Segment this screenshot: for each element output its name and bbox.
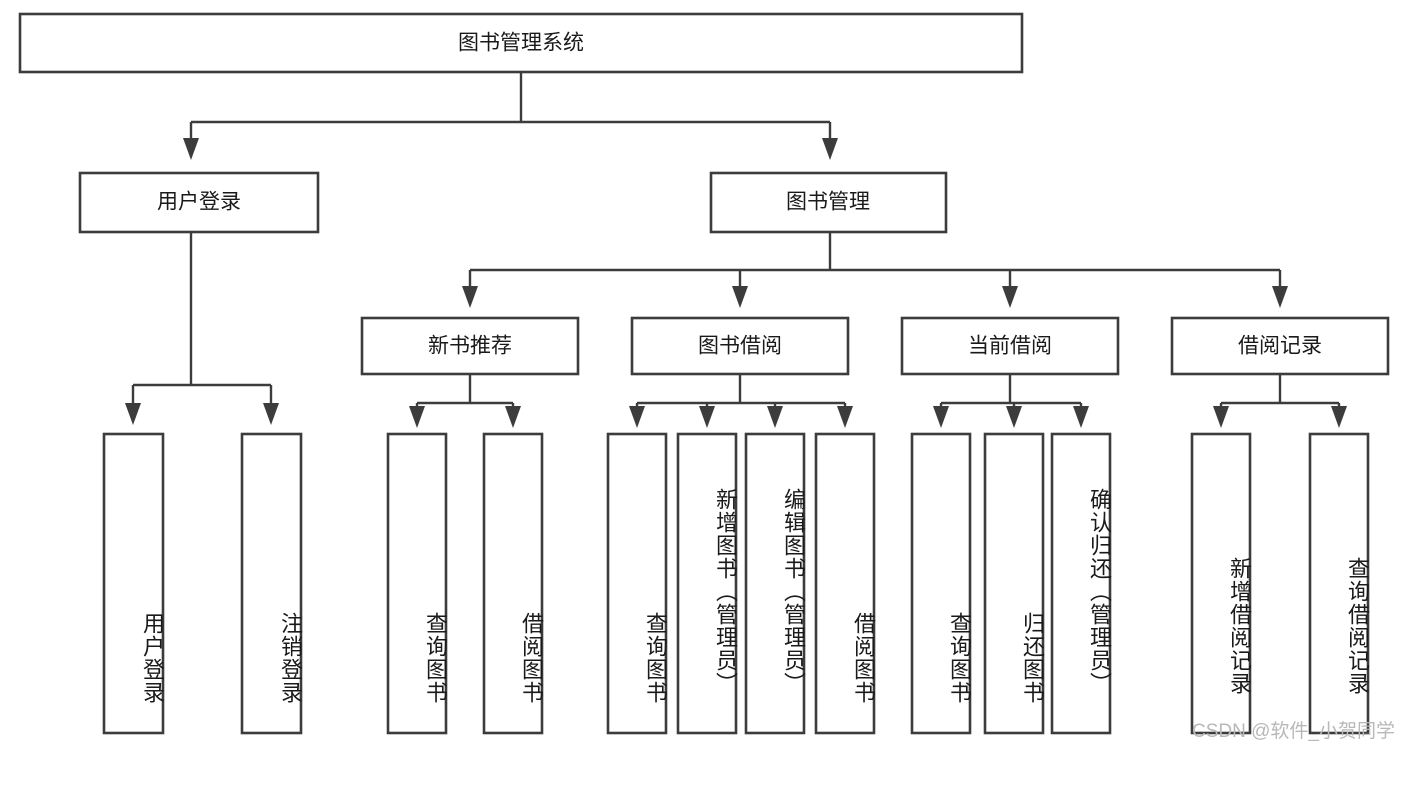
leaf-user-login-box[interactable]: [102, 432, 165, 735]
node-book-management[interactable]: 图书管理: [709, 171, 948, 234]
node-user-login-label: 用户登录: [157, 191, 241, 214]
node-book-management-box[interactable]: [709, 171, 948, 234]
node-borrow-record-box[interactable]: [1170, 316, 1390, 376]
arrow-head-icon: [409, 406, 425, 428]
node-root-box[interactable]: [18, 12, 1024, 74]
node-current-borrow-box[interactable]: [900, 316, 1120, 376]
node-book-borrow-label: 图书借阅: [698, 335, 782, 358]
arrow-head-icon: [1006, 406, 1022, 428]
leaf-query-borrow-record-box[interactable]: [1308, 432, 1370, 735]
arrow-head-icon: [1213, 406, 1229, 428]
arrow-head-icon: [183, 138, 199, 160]
leaf-add-borrow-record-box[interactable]: [1190, 432, 1252, 735]
node-current-borrow-label: 当前借阅: [968, 335, 1052, 358]
leaf-query-book-1-box[interactable]: [386, 432, 448, 735]
arrow-head-icon: [1272, 286, 1288, 308]
node-user-login-box[interactable]: [78, 171, 320, 234]
leaf-query-book-2-box[interactable]: [606, 432, 668, 735]
arrow-head-icon: [1331, 406, 1347, 428]
arrow-head-icon: [629, 406, 645, 428]
node-book-borrow-box[interactable]: [630, 316, 850, 376]
leaf-query-book-3-box[interactable]: [910, 432, 972, 735]
arrow-head-icon: [1073, 406, 1089, 428]
arrow-head-icon: [767, 406, 783, 428]
leaf-confirm-return-box[interactable]: [1050, 432, 1112, 735]
leaf-edit-book-box[interactable]: [744, 432, 806, 735]
arrow-head-icon: [125, 403, 141, 425]
node-root-label: 图书管理系统: [458, 32, 584, 55]
leaf-node-group: [102, 432, 1370, 735]
arrow-head-icon: [263, 403, 279, 425]
arrow-head-icon: [822, 138, 838, 160]
node-book-management-label: 图书管理: [786, 191, 870, 214]
arrow-head-icon: [699, 406, 715, 428]
node-new-book-recommend[interactable]: 新书推荐: [360, 316, 580, 376]
arrow-head-icon: [462, 286, 478, 308]
arrow-head-icon: [837, 406, 853, 428]
flowchart-canvas: 图书管理系统 用户登录 图书管理 新书推荐 图书借阅 当前借阅 借阅记录: [18, 12, 1390, 735]
arrow-head-icon: [732, 286, 748, 308]
arrow-head-icon: [505, 406, 521, 428]
arrow-head-icon: [933, 406, 949, 428]
connector-group: [125, 72, 1347, 428]
node-borrow-record[interactable]: 借阅记录: [1170, 316, 1390, 376]
node-borrow-record-label: 借阅记录: [1238, 335, 1322, 358]
node-user-login[interactable]: 用户登录: [78, 171, 320, 234]
leaf-add-book-box[interactable]: [676, 432, 738, 735]
arrow-head-icon: [1002, 286, 1018, 308]
leaf-user-logout-box[interactable]: [240, 432, 303, 735]
leaf-return-book-box[interactable]: [983, 432, 1045, 735]
node-book-borrow[interactable]: 图书借阅: [630, 316, 850, 376]
node-root[interactable]: 图书管理系统: [18, 12, 1024, 74]
csdn-watermark: CSDN @软件_小贺同学: [1192, 721, 1395, 742]
leaf-borrow-book-2-box[interactable]: [814, 432, 876, 735]
node-current-borrow[interactable]: 当前借阅: [900, 316, 1120, 376]
leaf-borrow-book-1-box[interactable]: [482, 432, 544, 735]
node-new-book-recommend-label: 新书推荐: [428, 335, 512, 358]
node-new-book-recommend-box[interactable]: [360, 316, 580, 376]
